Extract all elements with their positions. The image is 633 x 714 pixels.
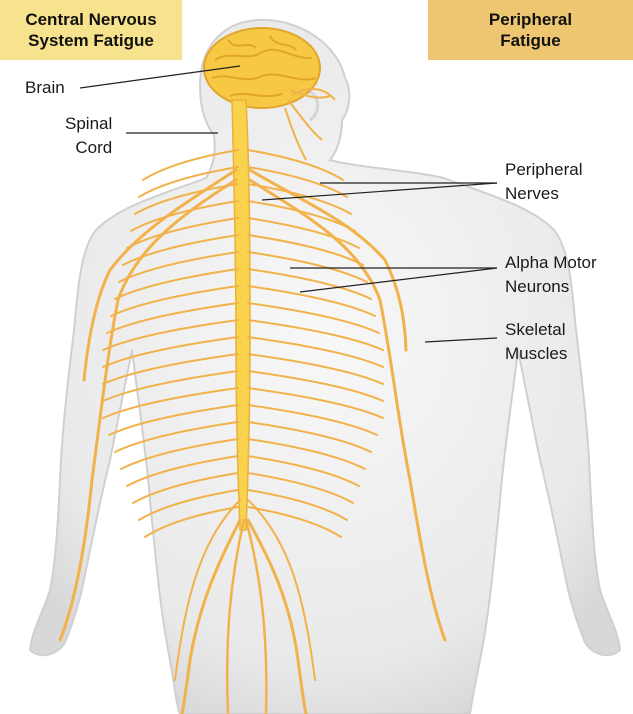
- peripheral-header-line-1: Peripheral: [489, 9, 572, 30]
- skeletal-muscles-label: Skeletal Muscles: [505, 318, 567, 366]
- spinal-cord-label-line-2: Cord: [65, 136, 112, 160]
- alpha-motor-neurons-label-line-1: Alpha Motor: [505, 251, 597, 275]
- alpha-motor-neurons-label-line-2: Neurons: [505, 275, 597, 299]
- cns-fatigue-header: Central Nervous System Fatigue: [0, 0, 182, 60]
- peripheral-nerves-label-line-1: Peripheral: [505, 158, 583, 182]
- spinal-cord-label: Spinal Cord: [65, 112, 112, 160]
- peripheral-nerves-label: Peripheral Nerves: [505, 158, 583, 206]
- skeletal-muscles-label-line-1: Skeletal: [505, 318, 567, 342]
- alpha-motor-neurons-label: Alpha Motor Neurons: [505, 251, 597, 299]
- peripheral-header-line-2: Fatigue: [489, 30, 572, 51]
- cns-header-line-1: Central Nervous: [25, 9, 156, 30]
- spinal-cord-label-line-1: Spinal: [65, 112, 112, 136]
- brain-label: Brain: [25, 76, 65, 100]
- cns-header-line-2: System Fatigue: [25, 30, 156, 51]
- skeletal-muscles-label-line-2: Muscles: [505, 342, 567, 366]
- peripheral-fatigue-header: Peripheral Fatigue: [428, 0, 633, 60]
- peripheral-nerves-label-line-2: Nerves: [505, 182, 583, 206]
